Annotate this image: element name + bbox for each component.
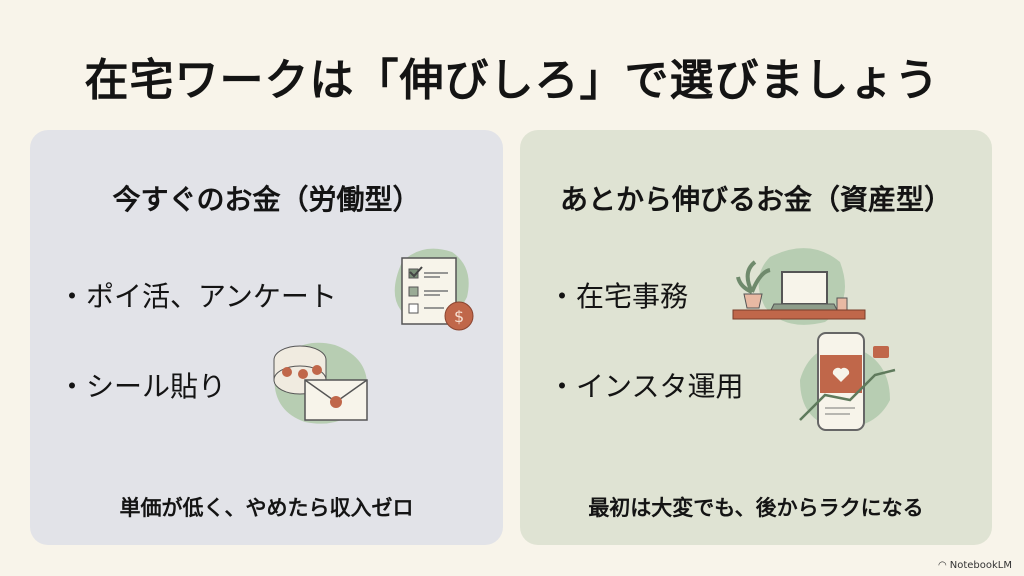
- desk-laptop-icon: [732, 248, 866, 325]
- slide-title: 在宅ワークは「伸びしろ」で選びましょう: [84, 55, 940, 106]
- panel-heading: あとから伸びるお金（資産型）: [559, 183, 952, 216]
- brand-label: NotebookLM: [949, 560, 1012, 571]
- svg-text:$: $: [454, 307, 464, 326]
- list-item: ・シール貼り: [58, 370, 227, 403]
- list-item: ・インスタ運用: [548, 370, 744, 403]
- list-item: ・ポイ活、アンケート: [58, 280, 337, 313]
- sticker-envelope-icon: [273, 342, 368, 424]
- panel-footer: 最初は大変でも、後からラクになる: [588, 496, 924, 520]
- smartphone-growth-icon: [799, 332, 896, 431]
- labor-type-panel: 今すぐのお金（労働型） ・ポイ活、アンケート ・シール貼り $ 単価が低く、やめ…: [30, 130, 503, 545]
- asset-type-panel: あとから伸びるお金（資産型） ・在宅事務 ・インスタ運用 最初は大変でも、後から…: [520, 130, 992, 545]
- notebooklm-watermark: ◠ NotebookLM: [938, 560, 1012, 571]
- panel-heading: 今すぐのお金（労働型）: [112, 183, 421, 216]
- list-item: ・在宅事務: [548, 280, 689, 313]
- panel-footer: 単価が低く、やめたら収入ゼロ: [119, 496, 414, 520]
- notebooklm-logo-icon: ◠: [938, 560, 947, 571]
- checklist-coin-icon: $: [394, 248, 474, 331]
